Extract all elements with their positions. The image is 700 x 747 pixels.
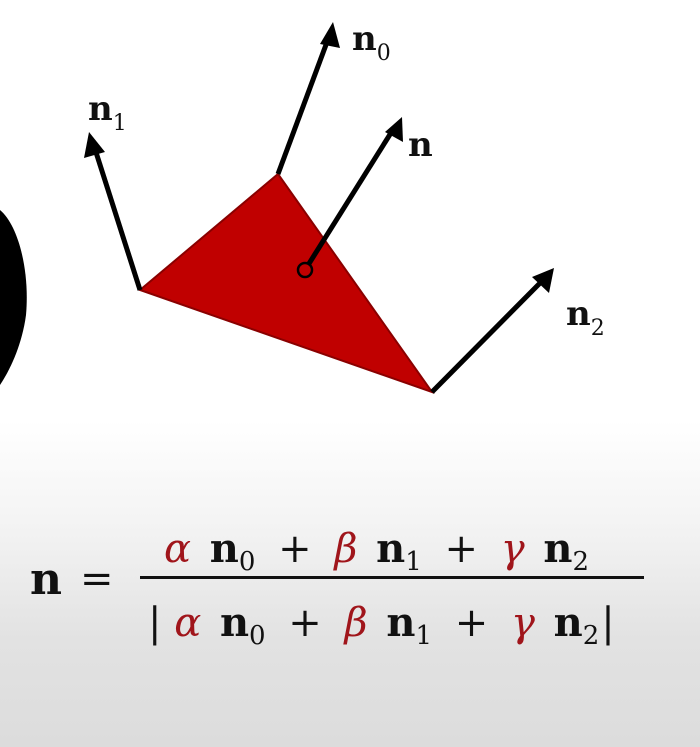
equation-equals: = — [80, 556, 114, 602]
label-n: n — [408, 125, 433, 165]
arrowhead-n — [385, 117, 403, 142]
partial-object-shape — [0, 210, 27, 385]
arrowhead-n1 — [84, 132, 105, 158]
label-n2: n2 — [566, 294, 605, 341]
arrowhead-n0 — [320, 22, 340, 48]
arrow-n2 — [430, 276, 547, 394]
arrowhead-n2 — [532, 268, 554, 293]
red-triangle — [138, 172, 435, 394]
arrow-n — [302, 126, 397, 272]
equation-numerator: α n0 + β n1 + γ n2 — [164, 525, 589, 580]
equation-denominator: | α n0 + β n1 + γ n2| — [148, 599, 615, 654]
interpolation-point — [296, 261, 314, 279]
normalization-equation: n = α n0 + β n1 + γ n2 | α n0 + β n1 + γ… — [30, 525, 644, 654]
fraction-bar — [140, 576, 644, 579]
label-n0: n0 — [352, 19, 391, 66]
equation-lhs: n — [30, 554, 62, 605]
arrow-n0 — [275, 33, 333, 175]
arrow-n1 — [91, 145, 143, 291]
label-n1: n1 — [88, 89, 127, 136]
